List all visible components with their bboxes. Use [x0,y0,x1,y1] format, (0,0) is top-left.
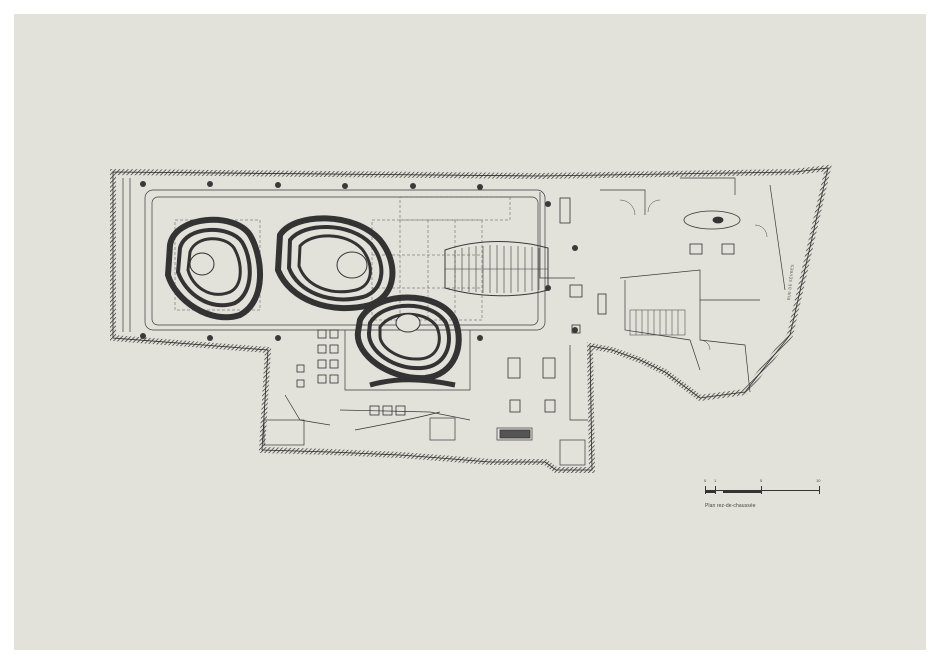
interior-partitions [122,177,786,466]
scale-tick [705,486,706,494]
scale-bar: 0 1 5 10 [704,478,820,505]
ring-sculpture-1 [164,216,264,321]
scale-tick [715,486,716,494]
ring-sculpture-3 [354,294,462,382]
rear-staircase [629,309,686,336]
furniture [296,197,741,439]
ring-sculpture-2 [274,215,396,312]
scale-tick [819,486,820,494]
scale-tick [761,486,762,494]
scale-segment [705,490,715,493]
scale-baseline [705,490,820,491]
plan-caption: Plan rez-de-chaussée [705,503,756,509]
scale-label-0: 0 [704,478,707,483]
door-swings [619,199,768,351]
central-staircase [444,241,549,297]
scale-segment [723,490,761,493]
outer-wall [110,164,832,473]
scale-label-5: 5 [760,478,763,483]
scale-label-1: 1 [714,478,717,483]
scale-label-10: 10 [816,478,821,483]
